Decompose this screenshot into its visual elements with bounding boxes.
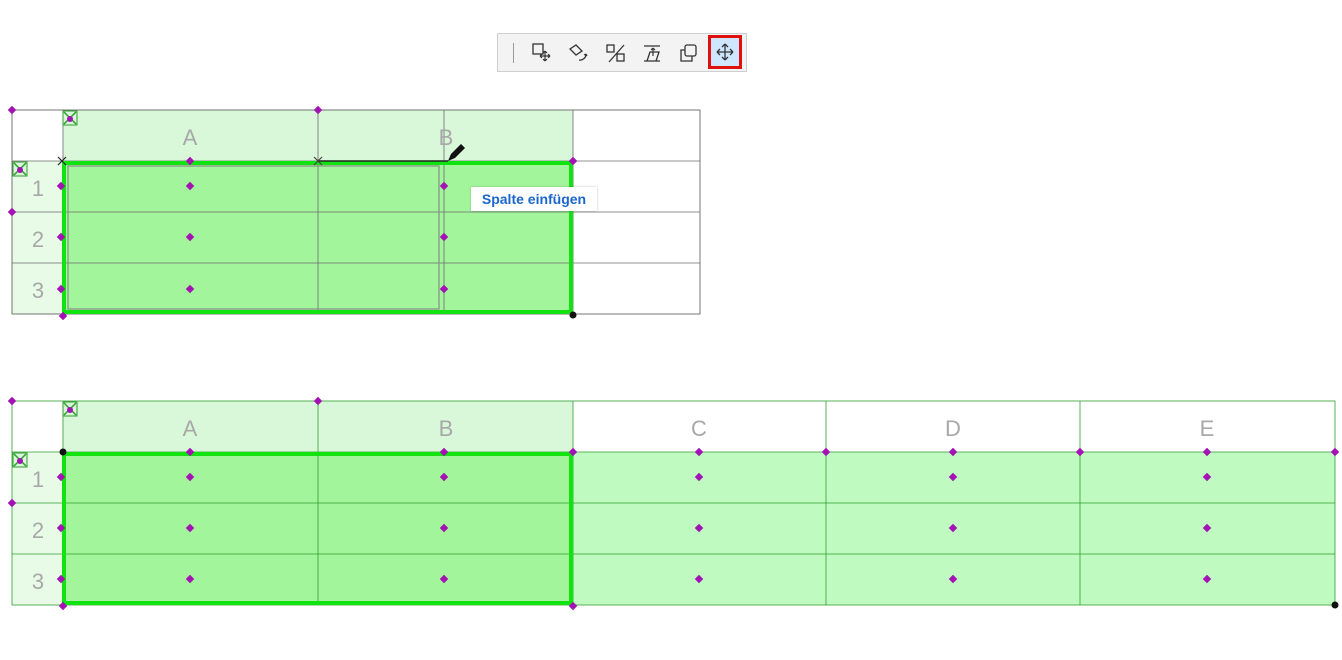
column-header-labels-top: A B [183, 125, 454, 150]
row-select-icon[interactable] [12, 452, 28, 468]
split-tool-button[interactable] [602, 38, 630, 68]
drag-preview-outline [67, 165, 440, 310]
row-header-2: 2 [32, 518, 44, 543]
toolbar-separator [513, 43, 514, 63]
insert-column-tooltip: Spalte einfügen [471, 187, 597, 211]
row-header-band [12, 161, 63, 314]
move-arrows-icon [716, 43, 734, 61]
move-cell-icon [532, 43, 551, 62]
column-header-d: D [945, 416, 961, 441]
corner-handle[interactable] [569, 311, 577, 319]
rotate-icon [568, 44, 588, 61]
pencil-cursor-icon [448, 144, 465, 161]
column-header-a: A [183, 125, 198, 150]
row-header-3: 3 [32, 278, 44, 303]
row-select-icon[interactable] [12, 161, 28, 177]
column-header-a: A [183, 416, 198, 441]
column-header-b: B [439, 125, 454, 150]
origin-marker-icon [57, 156, 67, 166]
move-cell-tool-button[interactable] [528, 38, 556, 68]
column-header-c: C [691, 416, 707, 441]
table-select-icon[interactable] [62, 110, 78, 126]
row-header-labels-top: 1 2 3 [32, 176, 44, 303]
row-header-3: 3 [32, 569, 44, 594]
column-header-e: E [1200, 416, 1215, 441]
corner-handle[interactable] [1331, 601, 1339, 609]
duplicate-tool-button[interactable] [674, 38, 702, 68]
row-header-labels-bottom: 1 2 3 [32, 467, 44, 594]
origin-handle[interactable] [59, 448, 67, 456]
row-header-2: 2 [32, 227, 44, 252]
transform-toolbar [497, 33, 747, 72]
align-tool-button[interactable] [638, 38, 666, 68]
row-header-1: 1 [32, 467, 44, 492]
split-icon [606, 44, 625, 63]
duplicate-icon [680, 44, 697, 62]
row-header-1: 1 [32, 176, 44, 201]
align-icon [644, 45, 660, 62]
column-header-labels-bottom: A B C D E [183, 416, 1215, 441]
row-header-band [12, 452, 63, 605]
column-header-b: B [439, 416, 454, 441]
cross-marker-icon [313, 156, 323, 166]
rotate-tool-button[interactable] [564, 38, 592, 68]
table-select-icon[interactable] [62, 401, 78, 417]
move-tool-button[interactable] [708, 35, 742, 69]
